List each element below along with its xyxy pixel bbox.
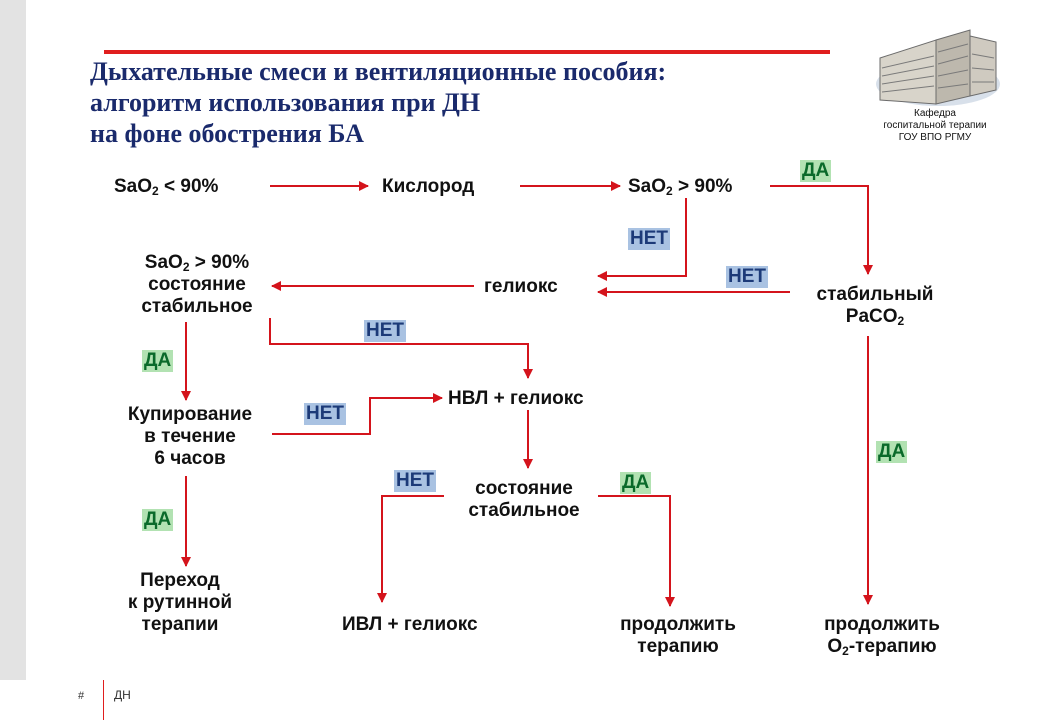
sao2-low-sub: 2	[152, 184, 159, 198]
title-line-2: алгоритм использования при ДН	[90, 88, 481, 117]
stable-paco2-line-1: стабильный	[816, 284, 934, 305]
stable-sao2-post: > 90%	[189, 252, 250, 273]
stable-sao2-line-2: состояние	[148, 274, 246, 295]
node-stable-sao2: SaO2 > 90% состояние стабильное	[122, 252, 272, 318]
arrow-stable-no-to-niv	[269, 318, 533, 379]
paco2-pre: PaCO	[845, 306, 898, 327]
arrow-sao2high-no-to-heliox	[597, 198, 687, 281]
node-state-stable: состояние стабильное	[448, 478, 600, 522]
yes-badge-sao2high: ДА	[800, 160, 832, 182]
arrow-sao2high-yes-to-paco2	[770, 185, 873, 275]
stable-sao2-line-3: стабильное	[141, 296, 253, 317]
node-heliox: гелиокс	[484, 276, 558, 298]
title-line-1: Дыхательные смеси и вентиляционные пособ…	[90, 57, 667, 86]
state-stable-line-1: состояние	[475, 478, 573, 499]
continue-o2-line-1: продолжить	[824, 614, 940, 635]
stable-paco2-line-2: PaCO2	[800, 306, 950, 328]
ivl-heliox-label: ИВЛ + гелиокс	[342, 614, 478, 635]
sao2-high-post: > 90%	[672, 176, 733, 197]
sao2-high-pre: SaO	[628, 176, 667, 197]
node-sao2-high: SaO2 > 90%	[628, 176, 732, 198]
heliox-label: гелиокс	[484, 276, 558, 297]
no-badge-state: НЕТ	[394, 470, 436, 492]
paco2-sub: 2	[897, 314, 905, 328]
department-caption: Кафедра госпитальной терапии ГОУ ВПО РГМ…	[862, 108, 1008, 144]
oxygen-label: Кислород	[382, 176, 475, 197]
node-continue-o2: продолжить O2-терапию	[804, 614, 960, 658]
o2-sub: 2	[842, 644, 849, 658]
dept-line-1: Кафедра	[914, 108, 956, 119]
node-routine: Переход к рутинной терапии	[104, 570, 256, 636]
left-side-bar	[0, 0, 26, 680]
title-rule	[104, 50, 830, 54]
stable-sao2-line-1: SaO2 > 90%	[122, 252, 272, 274]
relief-line-2: в течение	[144, 426, 236, 447]
stable-sao2-sub: 2	[182, 260, 190, 274]
routine-line-2: к рутинной	[127, 592, 233, 613]
yes-badge-state: ДА	[620, 472, 652, 494]
arrow-state-yes-to-continue	[598, 495, 675, 607]
footer-divider	[103, 680, 104, 720]
title-line-3: на фоне обострения БА	[90, 119, 364, 148]
state-stable-line-2: стабильное	[468, 500, 580, 521]
routine-line-3: терапии	[141, 614, 219, 635]
sao2-low-pre: SaO	[114, 176, 153, 197]
routine-line-1: Переход	[140, 570, 220, 591]
sao2-high-sub: 2	[666, 184, 673, 198]
no-badge-relief: НЕТ	[304, 403, 346, 425]
yes-badge-paco2: ДА	[876, 441, 908, 463]
yes-badge-relief: ДА	[142, 509, 174, 531]
continue-o2-line-2: O2-терапию	[804, 636, 960, 658]
no-badge-sao2high: НЕТ	[628, 228, 670, 250]
node-ivl-heliox: ИВЛ + гелиокс	[342, 614, 478, 636]
dept-line-3: ГОУ ВПО РГМУ	[898, 132, 972, 143]
slide-title: Дыхательные смеси и вентиляционные пособ…	[90, 56, 850, 149]
no-badge-stable: НЕТ	[364, 320, 406, 342]
node-stable-paco2: стабильный PaCO2	[800, 284, 950, 328]
sao2-low-post: < 90%	[158, 176, 219, 197]
node-continue-therapy: продолжить терапию	[600, 614, 756, 658]
arrow-relief-no-to-niv	[272, 393, 443, 435]
stable-sao2-pre: SaO	[144, 252, 183, 273]
o2-post: -терапию	[848, 636, 937, 657]
node-oxygen: Кислород	[382, 176, 474, 198]
node-sao2-low: SaO2 < 90%	[114, 176, 218, 198]
node-relief: Купирование в течение 6 часов	[110, 404, 270, 470]
dept-line-2: госпитальной терапии	[883, 120, 987, 131]
node-niv-heliox: НВЛ + гелиокс	[448, 388, 584, 410]
arrow-state-no-to-ivl	[377, 495, 444, 603]
footer-label: ДН	[114, 688, 131, 702]
building-logo	[876, 29, 1000, 106]
relief-line-1: Купирование	[127, 404, 253, 425]
o2-pre: O	[827, 636, 843, 657]
relief-line-3: 6 часов	[154, 448, 226, 469]
continue-therapy-line-1: продолжить	[620, 614, 736, 635]
page-number: #	[78, 690, 85, 702]
continue-therapy-line-2: терапию	[637, 636, 719, 657]
yes-badge-stable: ДА	[142, 350, 174, 372]
niv-heliox-label: НВЛ + гелиокс	[448, 388, 584, 409]
no-badge-paco2: НЕТ	[726, 266, 768, 288]
